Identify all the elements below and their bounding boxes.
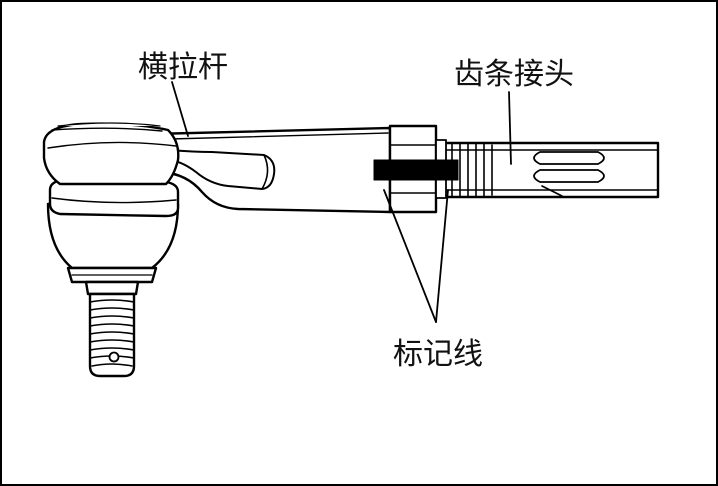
ball-stud-thread (88, 292, 136, 378)
mark-line-band (373, 159, 459, 181)
tie-rod-end-housing (42, 122, 180, 296)
tie-rod-label: 横拉杆 (138, 50, 228, 85)
rack-joint-label: 齿条接头 (454, 57, 574, 92)
mark-line-label: 标记线 (393, 337, 483, 372)
tie-rod-body (150, 126, 392, 214)
rack-joint-shaft (434, 141, 660, 199)
leader-lines (171, 81, 512, 323)
